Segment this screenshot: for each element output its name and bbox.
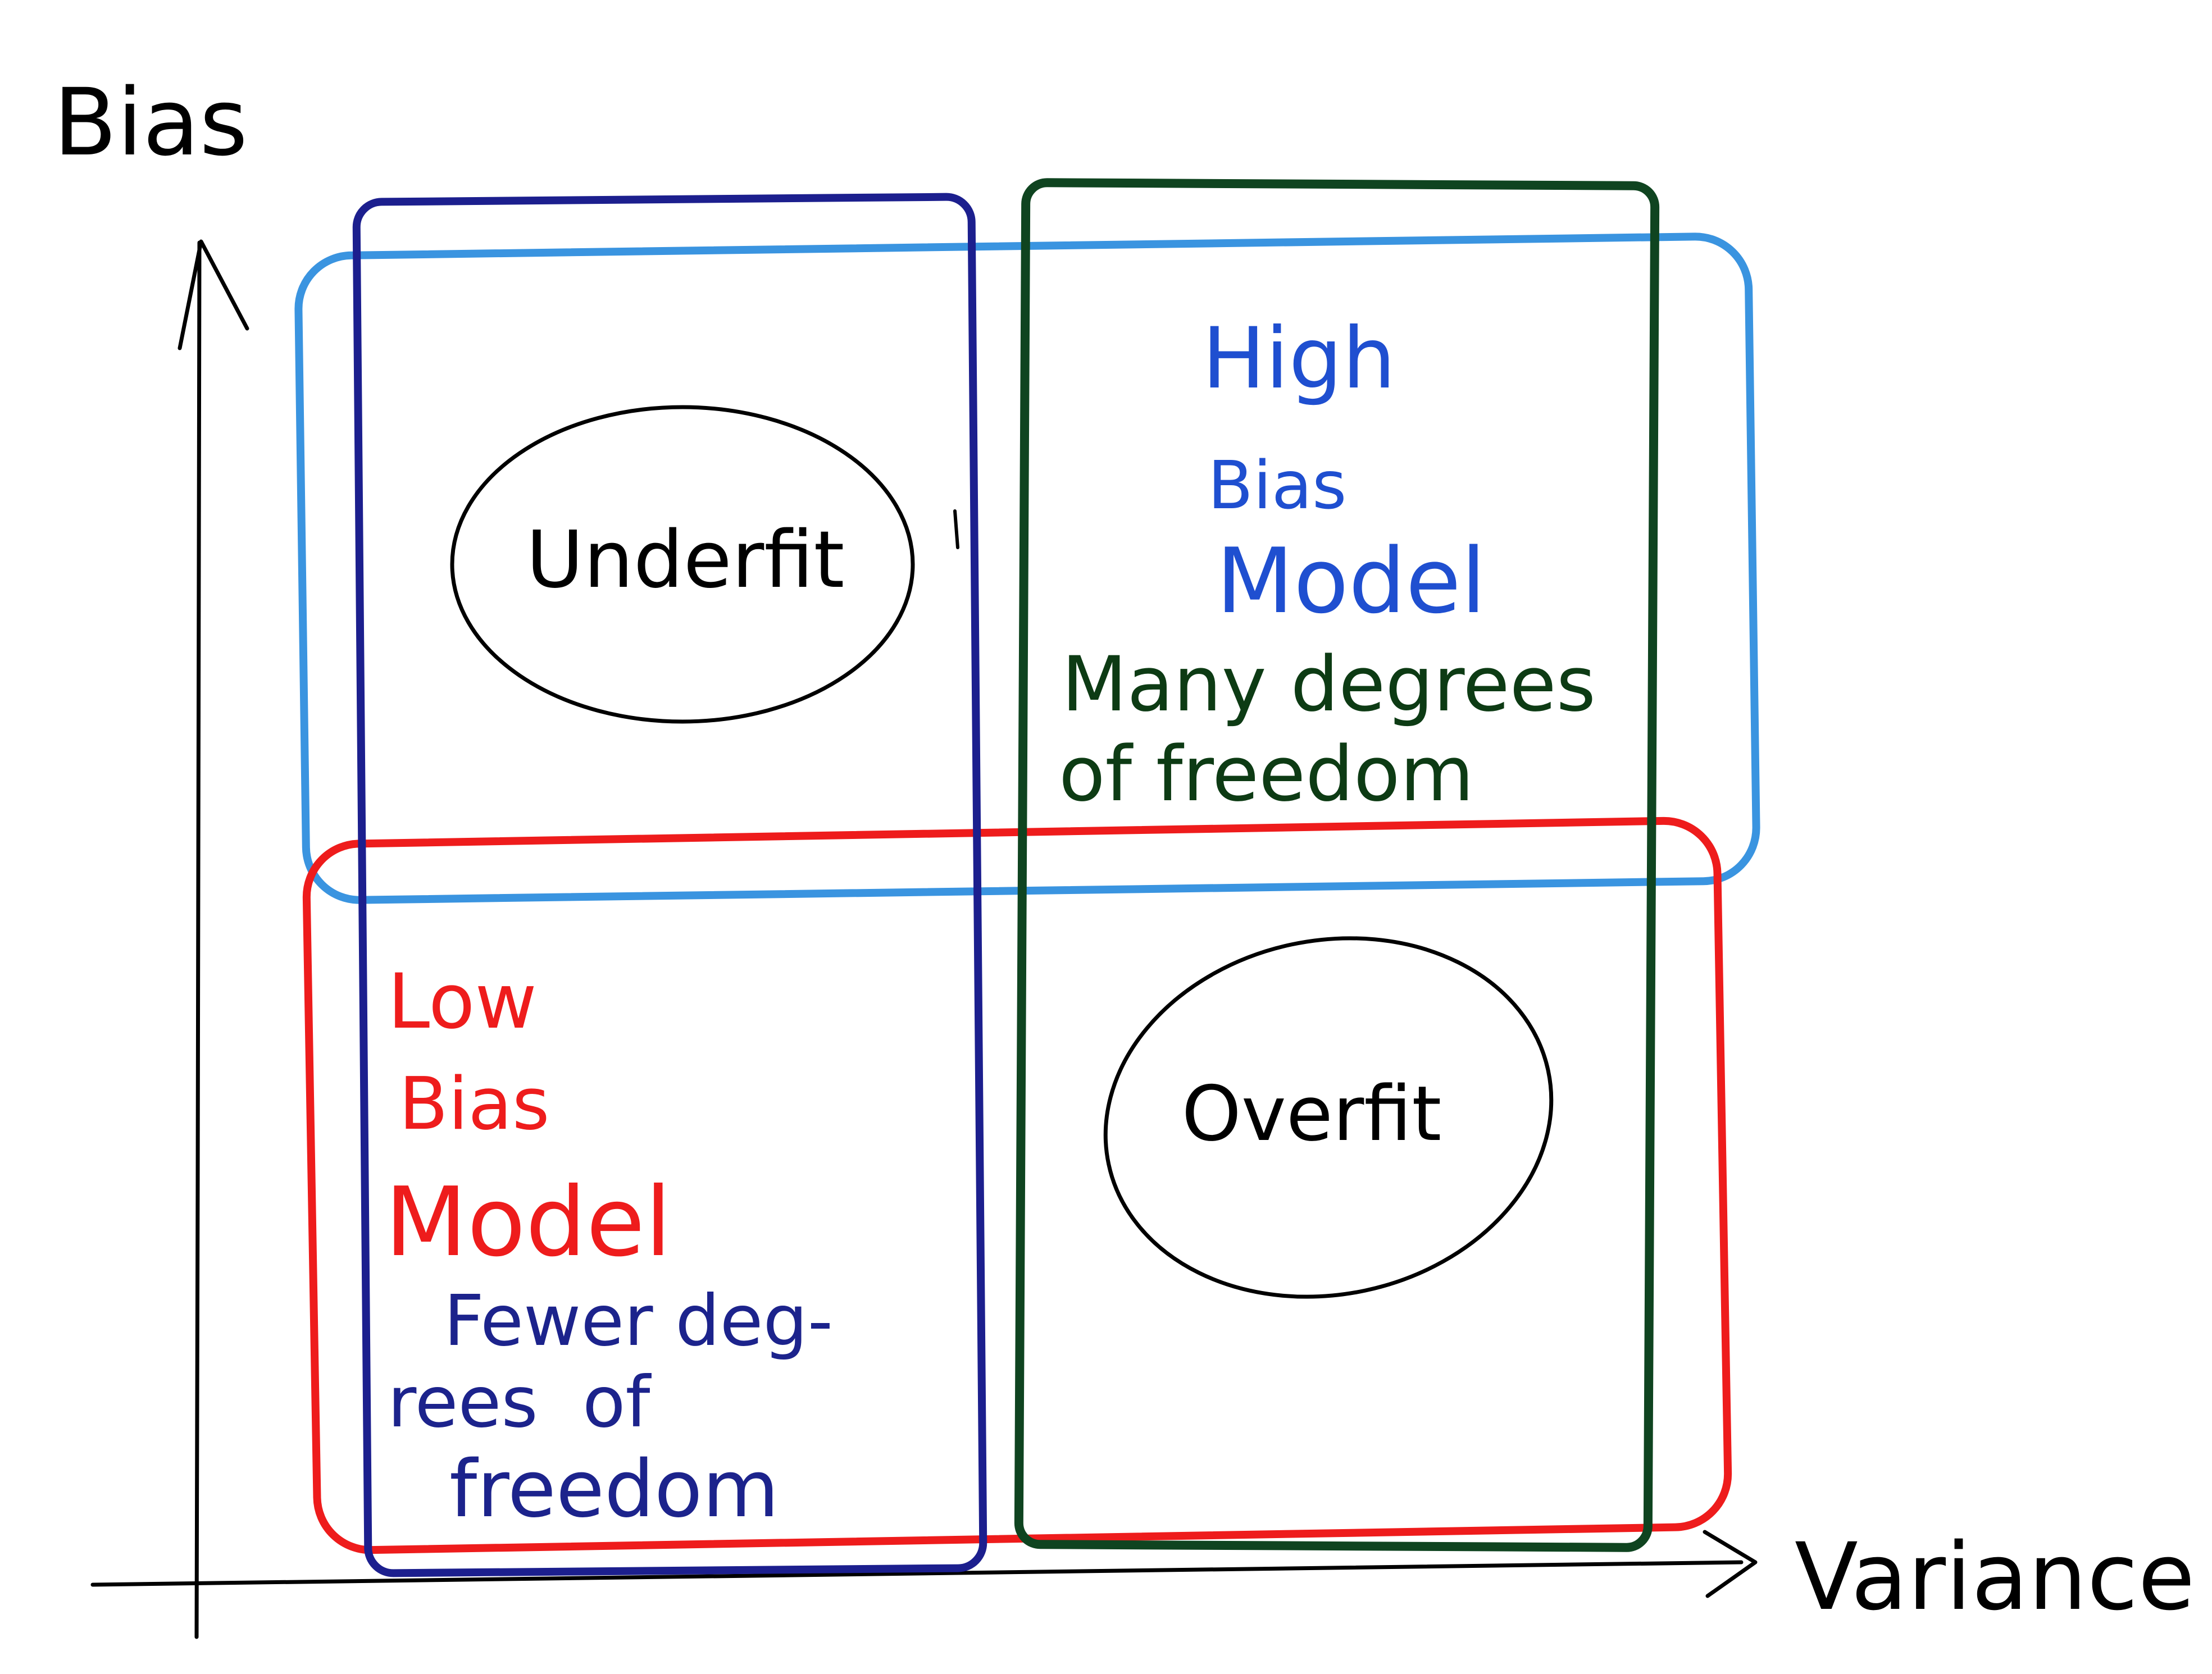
x-axis-line [90,1560,1744,1587]
y-axis-line [194,240,202,1639]
fewer-dof-line-3: freedom [449,1444,779,1535]
high-bias-line-3: Model [1216,528,1486,633]
fewer-dof-column-box [352,193,987,1577]
many-dof-line-1: Many degrees [1062,640,1596,728]
x-axis-arrowhead [1703,1530,1758,1598]
low-bias-line-3: Model [385,1167,671,1278]
high-bias-label: High Bias Model [1202,310,1486,633]
low-bias-label: Low Bias Model [385,957,671,1278]
fewer-dof-label: Fewer deg- rees of freedom [388,1280,833,1535]
low-bias-line-1: Low [388,957,537,1046]
many-dof-label: Many degrees of freedom [1059,640,1596,818]
x-axis-label: Variance [1795,1523,2195,1631]
fewer-dof-line-2: rees of [388,1362,652,1443]
fewer-dof-line-1: Fewer deg- [444,1280,833,1362]
underfit-stray-mark [953,509,959,549]
axes [90,239,1758,1639]
low-bias-line-2: Bias [399,1062,550,1146]
high-bias-line-2: Bias [1208,446,1347,524]
overfit-oval [1103,936,1554,1299]
underfit-oval [450,405,915,724]
high-bias-line-1: High [1202,310,1396,408]
many-dof-column-box [1014,178,1660,1552]
y-axis-arrowhead [177,239,249,350]
many-dof-line-2: of freedom [1059,730,1474,818]
overfit-label: Overfit [1182,1070,1442,1158]
underfit-label: Underfit [526,514,845,606]
y-axis-label: Bias [53,69,248,176]
